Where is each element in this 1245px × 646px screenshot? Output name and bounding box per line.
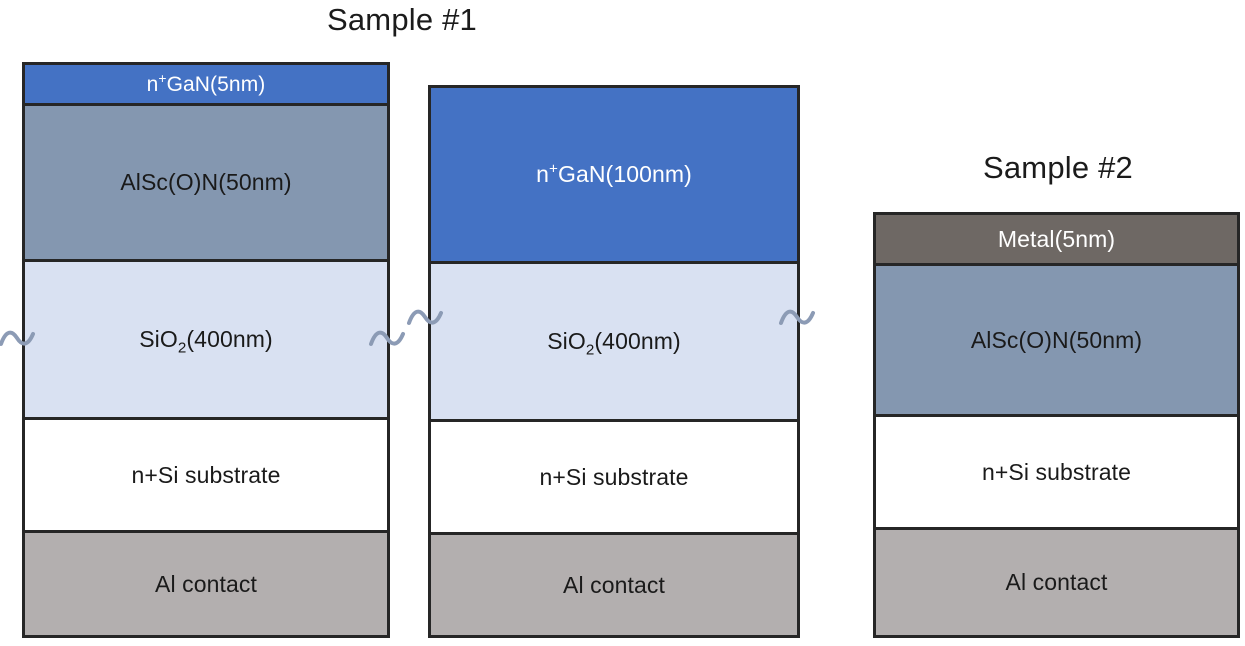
layer-label-gan-thick: n+GaN(100nm): [536, 160, 692, 187]
stack-sample1-thin-gan: n+GaN(5nm) AlSc(O)N(50nm) SiO2(400nm) n+…: [0, 62, 405, 638]
layer-gan-thick: n+GaN(100nm): [431, 88, 797, 264]
layer-sio2: SiO2(400nm): [0, 262, 405, 420]
layer-label-silicon-substrate: n+Si substrate: [131, 461, 281, 488]
layer-al-contact: Al contact: [876, 530, 1237, 635]
break-mark-squiggle-left: [0, 330, 35, 346]
layer-label-sio2: SiO2(400nm): [139, 326, 273, 357]
layer-label-gan-thin: n+GaN(5nm): [146, 69, 266, 96]
layer-label-al-contact: Al contact: [1005, 569, 1108, 595]
break-mark-squiggle-stack2-right: [779, 309, 815, 325]
layer-label-alscon: AlSc(O)N(50nm): [120, 169, 292, 195]
layer-silicon-substrate: n+Si substrate: [25, 420, 387, 533]
layer-label-al-contact: Al contact: [155, 570, 257, 597]
layer-alscon: AlSc(O)N(50nm): [876, 266, 1237, 417]
layer-label-metal: Metal(5nm): [997, 225, 1116, 252]
layer-label-alscon: AlSc(O)N(50nm): [970, 326, 1143, 353]
layer-sio2: SiO2(400nm): [407, 264, 815, 422]
break-mark-squiggle-stack1-right: [369, 330, 405, 346]
layer-label-al-contact: Al contact: [563, 571, 665, 598]
break-mark-squiggle-stack2-left: [407, 309, 443, 325]
layer-gan-thin: n+GaN(5nm): [25, 65, 387, 106]
layer-metal: Metal(5nm): [876, 215, 1237, 266]
layer-silicon-substrate: n+Si substrate: [431, 422, 797, 535]
layer-al-contact: Al contact: [431, 535, 797, 635]
layer-label-silicon-substrate: n+Si substrate: [539, 463, 689, 490]
layer-alscon: AlSc(O)N(50nm): [25, 106, 387, 262]
title-sample-1: Sample #1: [326, 2, 477, 37]
layer-label-silicon-substrate: n+Si substrate: [981, 458, 1132, 485]
stack-sample1-thick-gan: n+GaN(100nm) SiO2(400nm) n+Si substrate …: [407, 85, 815, 638]
layer-al-contact: Al contact: [25, 533, 387, 635]
layer-label-sio2: SiO2(400nm): [547, 328, 681, 359]
layer-silicon-substrate: n+Si substrate: [876, 417, 1237, 530]
stack-sample2: Metal(5nm) AlSc(O)N(50nm) n+Si substrate…: [873, 212, 1240, 638]
title-sample-2: Sample #2: [982, 150, 1133, 185]
